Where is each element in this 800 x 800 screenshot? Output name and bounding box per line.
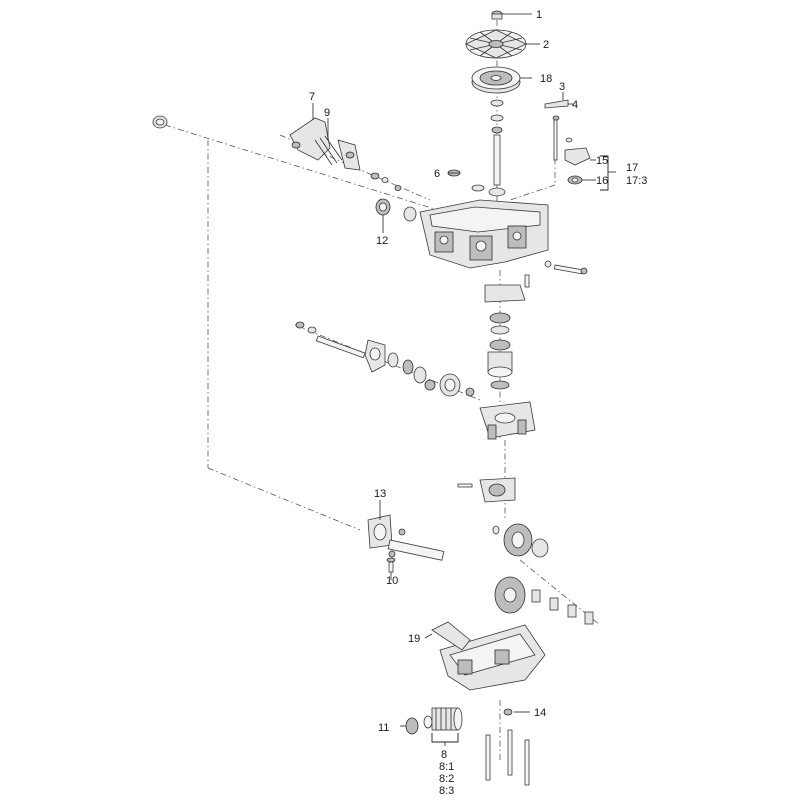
part-gear-set [492,523,594,625]
callout-15: 15 [596,155,608,167]
callout-labels: 1 2 18 3 4 6 7 9 12 15 16 17 17:3 13 10 … [309,9,647,797]
callout-4: 4 [572,99,578,111]
callout-8-1: 8:1 [439,761,454,773]
callout-2: 2 [543,39,549,51]
part-center-case [457,401,536,503]
callout-1: 1 [536,9,542,21]
callout-16: 16 [596,175,608,187]
callout-10: 10 [386,575,398,587]
part-screw-10 [386,557,396,573]
part-control-arm [564,147,591,185]
part-seal-12 [375,198,417,222]
callout-3: 3 [559,81,565,93]
part-lower-housing [439,624,546,691]
callout-17-3: 17:3 [626,175,647,187]
callout-8: 8 [441,749,447,761]
leader-lines [312,13,616,746]
callout-17: 17 [626,162,638,174]
callout-18: 18 [540,73,552,85]
part-bottom-bolts [485,708,530,786]
callout-12: 12 [376,235,388,247]
part-sealant-tube [431,621,471,651]
callout-8-2: 8:2 [439,773,454,785]
part-screw-right [544,99,573,161]
callout-13: 13 [374,488,386,500]
part-axle-seal-left [152,115,168,129]
part-filter [405,707,463,735]
callout-8-3: 8:3 [439,785,454,797]
part-input-shaft-stack [488,99,506,197]
part-housing-bolt [524,260,588,288]
callout-7: 7 [309,91,315,103]
part-center-section [484,284,526,390]
callout-19: 19 [408,633,420,645]
callout-9: 9 [324,107,330,119]
part-washers-upper [370,172,402,191]
part-axle-hub [367,514,445,561]
part-brake-arm [289,117,361,171]
part-upper-housing [419,199,549,269]
callout-11: 11 [378,722,389,734]
part-cooling-fan [465,29,527,59]
callout-14: 14 [534,707,546,719]
part-lateral-shaft [295,321,475,397]
part-pulley [471,66,521,94]
part-nut [491,10,503,20]
callout-6: 6 [434,168,440,180]
